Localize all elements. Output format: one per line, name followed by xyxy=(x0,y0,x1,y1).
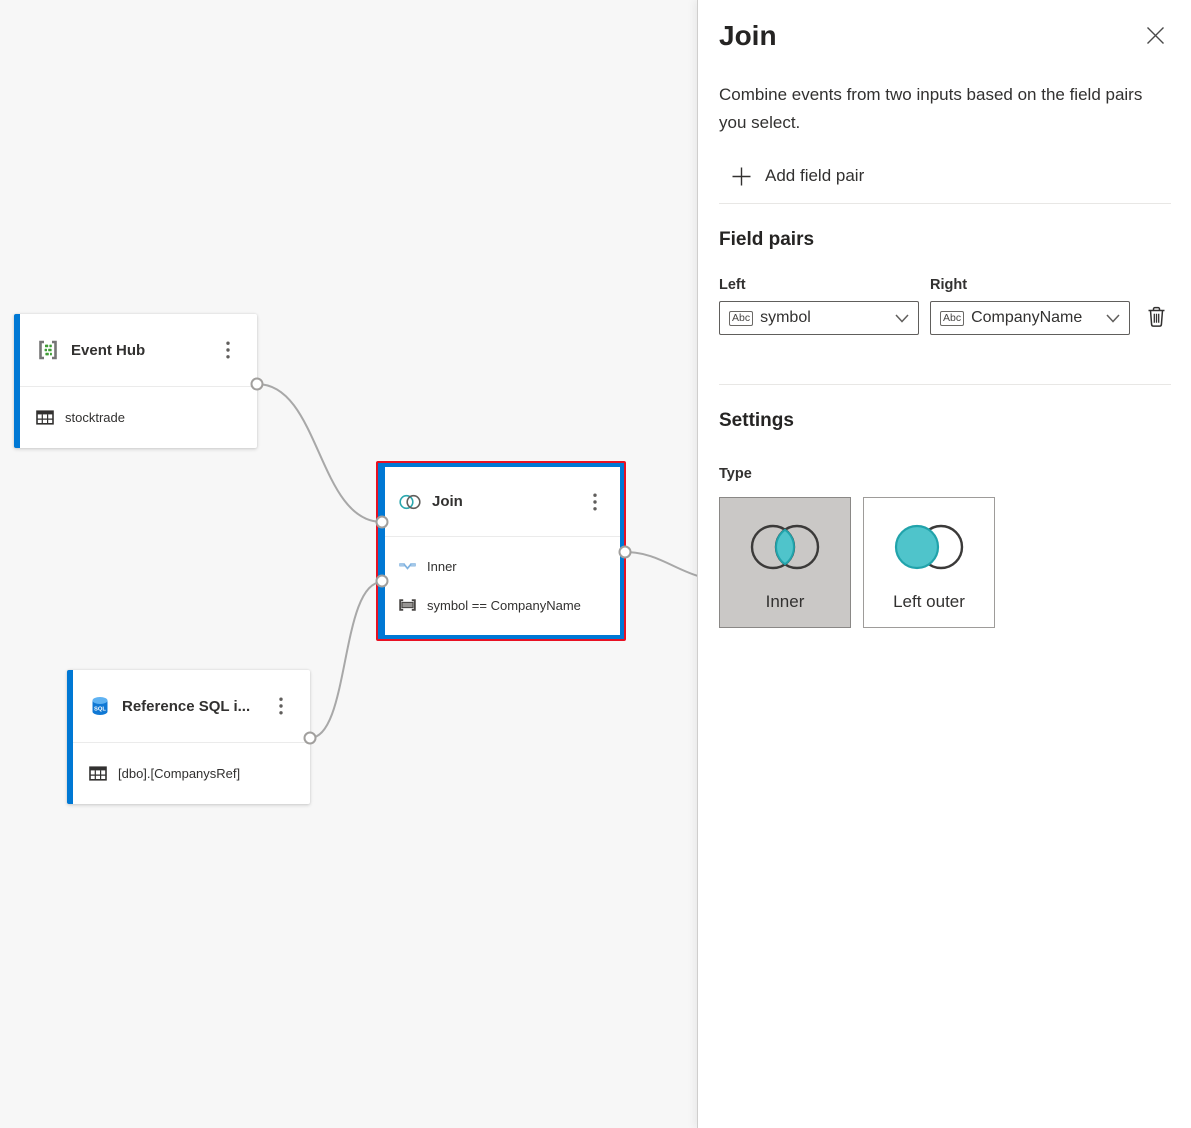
event-hub-icon xyxy=(36,338,60,362)
add-field-pair-button[interactable]: Add field pair xyxy=(719,162,864,190)
inner-join-icon xyxy=(399,560,416,572)
join-condition-value: symbol == CompanyName xyxy=(427,597,581,613)
sql-database-icon: SQL xyxy=(89,695,111,717)
join-config-panel: Join Combine events from two inputs base… xyxy=(697,0,1191,1128)
node-title: Reference SQL i... xyxy=(122,697,251,715)
chevron-down-icon xyxy=(895,313,909,323)
panel-description: Combine events from two inputs based on … xyxy=(719,85,1143,132)
panel-header: Join xyxy=(719,0,1171,56)
panel-title: Join xyxy=(719,20,777,51)
node-join-selected[interactable]: Join xyxy=(376,461,626,641)
right-field-column: Right Abc CompanyName xyxy=(930,277,1130,335)
divider xyxy=(719,384,1171,385)
right-field-dropdown[interactable]: Abc CompanyName xyxy=(930,301,1130,335)
join-type-option-label: Left outer xyxy=(893,592,965,611)
node-event-hub[interactable]: Event Hub stocktrade xyxy=(14,314,257,448)
node-join-details: Inner symbol == CompanyName xyxy=(385,537,620,619)
inner-join-venn-icon xyxy=(750,524,820,570)
node-title: Join xyxy=(432,493,463,510)
join-type-left-outer-option[interactable]: Left outer xyxy=(863,497,995,628)
node-reference-sql[interactable]: SQL Reference SQL i... xyxy=(67,670,310,804)
field-pairs-heading: Field pairs xyxy=(719,229,815,250)
node-reference-sql-detail: [dbo].[CompanysRef] xyxy=(73,743,310,803)
diagram-canvas[interactable]: Event Hub stocktrade xyxy=(0,0,697,1128)
join-condition-row: symbol == CompanyName xyxy=(399,591,606,619)
left-outer-join-venn-icon xyxy=(894,524,964,570)
edge-eventhub-to-join[interactable] xyxy=(256,383,383,523)
venn-diagram-icon xyxy=(399,494,421,510)
kebab-menu-icon[interactable] xyxy=(586,490,604,514)
left-field-column: Left Abc symbol xyxy=(719,277,919,335)
join-type-row: Inner xyxy=(399,552,606,580)
left-field-dropdown[interactable]: Abc symbol xyxy=(719,301,919,335)
field-pair-icon xyxy=(399,599,416,611)
plus-icon xyxy=(731,166,752,187)
chevron-down-icon xyxy=(1106,313,1120,323)
join-type-label: Type xyxy=(719,466,752,482)
close-icon[interactable] xyxy=(1140,20,1171,51)
string-type-badge: Abc xyxy=(940,310,965,326)
node-title: Event Hub xyxy=(71,341,146,359)
join-type-inner-option[interactable]: Inner xyxy=(719,497,851,628)
table-icon xyxy=(36,409,54,425)
node-table-name: stocktrade xyxy=(65,409,125,425)
field-pair-row: Left Abc symbol Right Abc CompanyName xyxy=(719,277,1171,335)
node-reference-sql-header: SQL Reference SQL i... xyxy=(73,670,310,743)
left-field-value: symbol xyxy=(760,309,811,326)
node-event-hub-header: Event Hub xyxy=(20,314,257,387)
node-join-header: Join xyxy=(385,467,620,537)
edge-refsql-to-join[interactable] xyxy=(309,581,383,739)
table-icon xyxy=(89,765,107,781)
node-table-name: [dbo].[CompanysRef] xyxy=(118,765,241,781)
kebab-menu-icon[interactable] xyxy=(219,338,237,362)
join-type-value: Inner xyxy=(427,558,457,574)
node-join-body: Join xyxy=(378,463,624,639)
left-field-label: Left xyxy=(719,277,746,293)
settings-heading: Settings xyxy=(719,410,794,431)
join-type-options: Inner Left outer xyxy=(719,497,1171,628)
join-type-option-label: Inner xyxy=(765,592,805,611)
right-field-label: Right xyxy=(930,277,968,293)
right-field-value: CompanyName xyxy=(971,309,1083,326)
kebab-menu-icon[interactable] xyxy=(272,694,290,718)
add-field-pair-label: Add field pair xyxy=(765,166,865,185)
edge-join-output[interactable] xyxy=(624,551,697,577)
svg-text:SQL: SQL xyxy=(94,707,106,713)
string-type-badge: Abc xyxy=(729,310,754,326)
divider xyxy=(719,203,1171,204)
node-event-hub-detail: stocktrade xyxy=(20,387,257,447)
trash-icon[interactable] xyxy=(1142,301,1171,332)
